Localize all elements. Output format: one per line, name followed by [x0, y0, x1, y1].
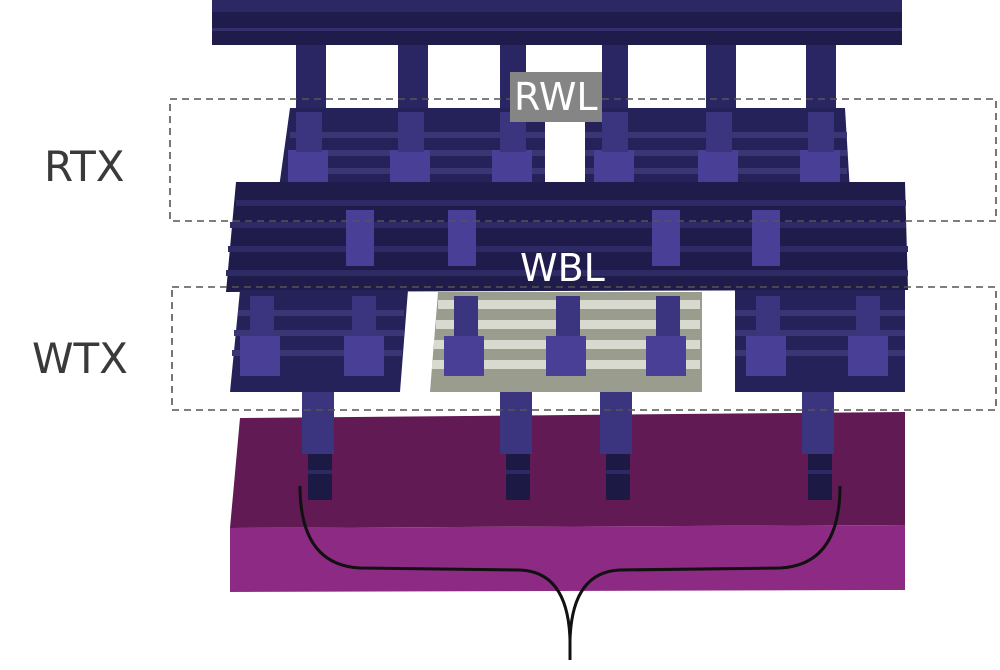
substrate-top [230, 412, 905, 528]
wtx-label: WTX [32, 334, 128, 383]
substrate [230, 412, 905, 592]
wbl-layer [226, 182, 908, 292]
rtx-label: RTX [44, 142, 125, 191]
wtx-layer [230, 290, 905, 392]
rwl-label: RWL [510, 72, 602, 122]
wtx-dashed-box [171, 286, 997, 411]
rtx-layer [278, 108, 850, 195]
wbl-label: WBL [520, 246, 605, 290]
bottom-pillars [302, 392, 834, 500]
rwl-bar [212, 0, 902, 45]
substrate-front [230, 525, 905, 592]
